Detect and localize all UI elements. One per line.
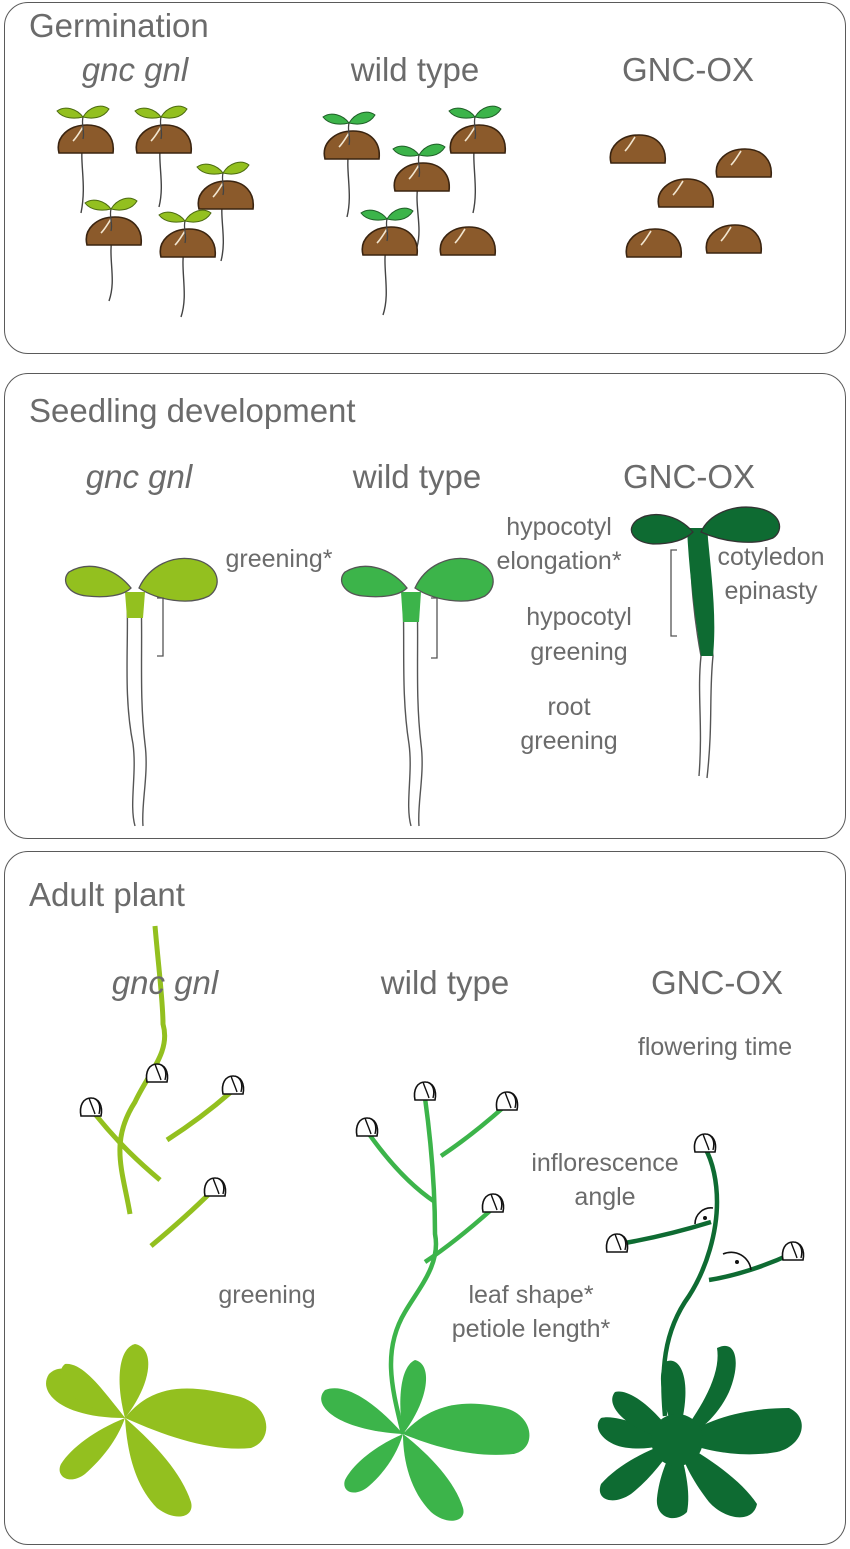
panel-title: Adult plant xyxy=(29,876,185,913)
note-greening: greening xyxy=(218,1281,316,1309)
wild-type-adult-plant xyxy=(321,1081,530,1521)
note-cotyledon-epinasty-line1: cotyledon xyxy=(717,543,825,571)
genotype-label-gnc-ox: GNC-OX xyxy=(622,51,754,88)
wild-type-germinated-seed xyxy=(360,207,419,316)
angle-arc xyxy=(694,1207,714,1225)
rosette xyxy=(597,1345,802,1519)
genotype-label-gnc-ox: GNC-OX xyxy=(651,964,783,1001)
gnc-gnl-adult-plant xyxy=(46,925,267,1517)
rosette xyxy=(46,1344,267,1517)
genotype-label-gnc-ox: GNC-OX xyxy=(623,458,755,495)
note-root-greening-line1: root xyxy=(547,693,591,721)
note-flowering-time: flowering time xyxy=(637,1033,793,1061)
note-inflorescence-angle-line2: angle xyxy=(574,1183,636,1211)
note-petiole-length: petiole length* xyxy=(451,1315,611,1343)
genotype-label-gnc-gnl: gnc gnl xyxy=(81,51,189,88)
seedling-panel: Seedling development gnc gnl wild type G… xyxy=(4,373,846,839)
hypocotyl-bracket xyxy=(431,597,438,659)
panel-title: Germination xyxy=(29,7,209,44)
note-cotyledon-epinasty-line2: epinasty xyxy=(724,577,818,605)
wild-type-germinated-seed xyxy=(392,143,451,248)
wild-type-ungerminated-seed xyxy=(439,226,497,256)
gnc-ox-ungerminated-seed xyxy=(609,134,667,164)
germination-panel: Germination gnc gnl wild type GNC-OX xyxy=(4,2,846,354)
genotype-label-wild-type: wild type xyxy=(380,964,510,1001)
hypocotyl-bracket xyxy=(670,549,677,637)
gnc-gnl-seedling xyxy=(64,557,218,827)
gnc-ox-seedling xyxy=(630,506,781,779)
genotype-label-gnc-gnl: gnc gnl xyxy=(85,458,193,495)
note-greening: greening* xyxy=(225,545,333,573)
gnc-gnl-germinated-seed xyxy=(158,209,217,318)
panel-title: Seedling development xyxy=(29,392,356,429)
gnc-ox-adult-plant xyxy=(597,1133,805,1519)
adult-plant-panel: Adult plant gnc gnl wild type GNC-OX flo… xyxy=(4,851,846,1545)
gnc-gnl-germinated-seed xyxy=(134,105,193,208)
gnc-gnl-germinated-seed xyxy=(196,161,255,262)
wild-type-germinated-seed xyxy=(322,111,381,218)
angle-arc xyxy=(722,1251,752,1271)
gnc-ox-ungerminated-seed xyxy=(715,148,773,178)
adult-plant-illustration xyxy=(46,925,805,1521)
gnc-ox-ungerminated-seed xyxy=(705,224,763,254)
seedling-illustration xyxy=(64,506,781,827)
gnc-ox-ungerminated-seed xyxy=(657,178,715,208)
genotype-label-wild-type: wild type xyxy=(350,51,480,88)
rosette xyxy=(321,1360,530,1521)
wild-type-seedling xyxy=(340,557,494,827)
wild-type-germinated-seed xyxy=(448,105,507,214)
genotype-label-wild-type: wild type xyxy=(352,458,482,495)
note-hypocotyl-elongation-line2: elongation* xyxy=(496,547,622,575)
note-root-greening-line2: greening xyxy=(520,727,618,755)
note-leaf-shape: leaf shape* xyxy=(468,1281,594,1309)
gnc-gnl-germinated-seed xyxy=(56,105,115,214)
germination-illustration xyxy=(56,105,773,318)
note-inflorescence-angle-line1: inflorescence xyxy=(531,1149,679,1177)
genotype-label-gnc-gnl: gnc gnl xyxy=(111,964,219,1001)
hypocotyl-bracket xyxy=(157,597,164,657)
note-hypocotyl-greening-line2: greening xyxy=(530,638,628,666)
note-hypocotyl-elongation-line1: hypocotyl xyxy=(506,513,612,541)
gnc-gnl-germinated-seed xyxy=(84,197,143,302)
note-hypocotyl-greening-line1: hypocotyl xyxy=(526,603,632,631)
gnc-ox-ungerminated-seed xyxy=(625,228,683,258)
